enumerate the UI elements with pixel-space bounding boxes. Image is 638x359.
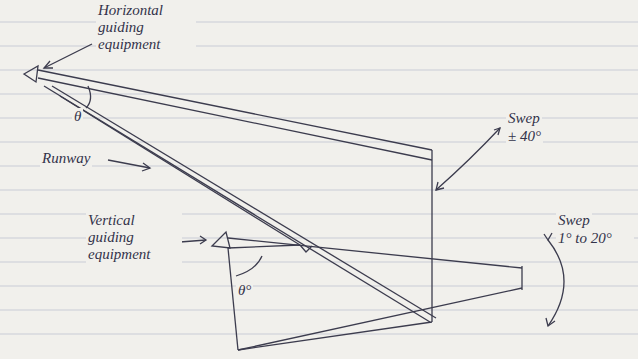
runway-label: Runway — [40, 150, 92, 167]
sweep-angle-label: 1° to 20° — [556, 230, 634, 247]
sketch-lines — [24, 44, 564, 350]
equipment-label: Vertical guiding equipment — [86, 212, 182, 263]
sweep-label: Swep — [506, 110, 542, 127]
angle-label: θ — [72, 108, 83, 125]
equipment-label: Horizontal guiding equipment — [96, 2, 196, 53]
sweep-angle-label: ± 40° — [506, 128, 543, 145]
sweep-label: Swep — [556, 212, 592, 229]
angle-label: θ° — [236, 282, 253, 299]
ruled-lines — [0, 22, 638, 334]
